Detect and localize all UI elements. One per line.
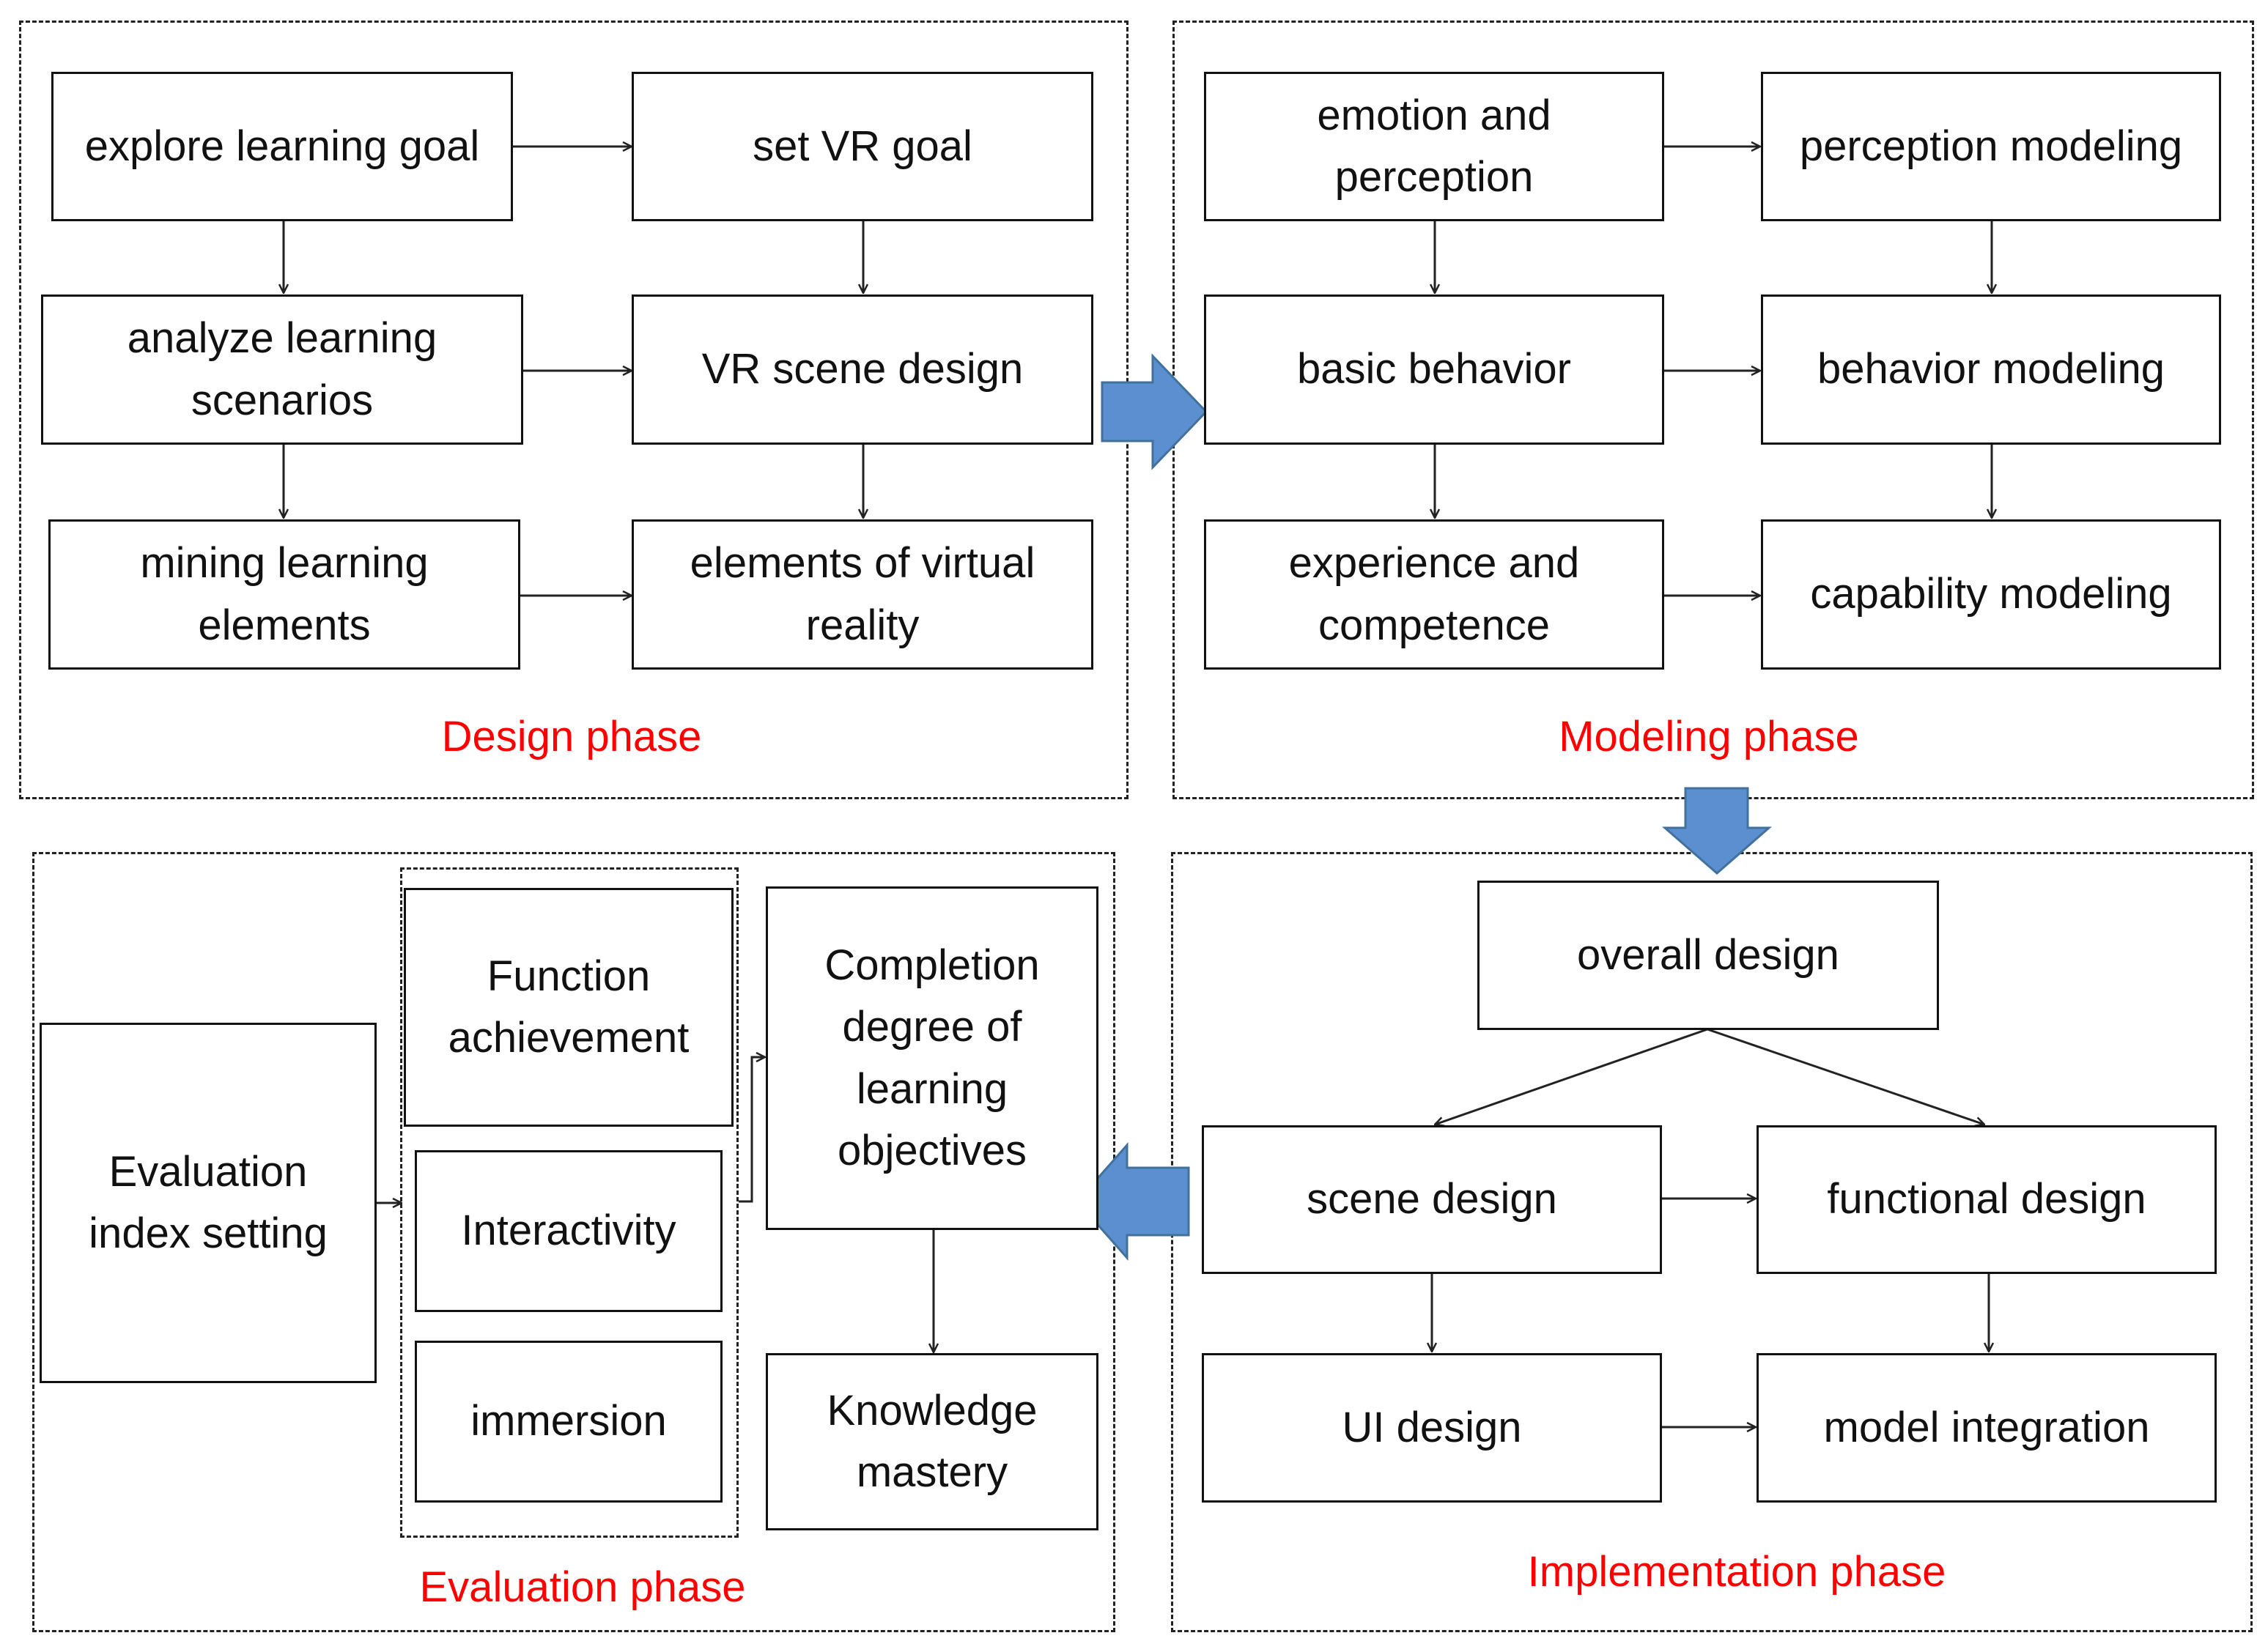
block-arrow-implementation-to-evaluation <box>1075 1142 1190 1261</box>
node-completion-degree: Completion degree of learning objectives <box>766 886 1098 1230</box>
node-capability-modeling: capability modeling <box>1761 519 2221 670</box>
node-vr-scene-design: VR scene design <box>632 295 1093 445</box>
node-scene-design: scene design <box>1202 1125 1662 1274</box>
arrow-criteria-to-completion <box>739 1057 765 1203</box>
arrow-overall-to-functional <box>1707 1028 1984 1125</box>
modeling-phase-label: Modeling phase <box>1559 713 1859 760</box>
block-arrow-modeling-to-implementation <box>1662 787 1772 875</box>
node-experience-and-competence: experience and competence <box>1204 519 1664 670</box>
design-phase-label: Design phase <box>441 713 702 760</box>
block-arrow-design-to-modeling <box>1101 353 1208 470</box>
node-behavior-modeling: behavior modeling <box>1761 295 2221 445</box>
node-function-achievement: Function achievement <box>404 888 734 1127</box>
node-functional-design: functional design <box>1757 1125 2217 1274</box>
node-basic-behavior: basic behavior <box>1204 295 1664 445</box>
node-explore-learning-goal: explore learning goal <box>51 72 513 221</box>
node-emotion-and-perception: emotion and perception <box>1204 72 1664 221</box>
evaluation-phase-label: Evaluation phase <box>419 1563 746 1611</box>
node-interactivity: Interactivity <box>415 1150 723 1312</box>
node-model-integration: model integration <box>1757 1353 2217 1503</box>
node-ui-design: UI design <box>1202 1353 1662 1503</box>
node-immersion: immersion <box>415 1341 723 1503</box>
node-perception-modeling: perception modeling <box>1761 72 2221 221</box>
node-set-vr-goal: set VR goal <box>632 72 1093 221</box>
implementation-phase-label: Implementation phase <box>1527 1548 1946 1596</box>
node-analyze-learning-scenarios: analyze learning scenarios <box>41 295 523 445</box>
node-knowledge-mastery: Knowledge mastery <box>766 1353 1098 1530</box>
node-overall-design: overall design <box>1477 881 1939 1030</box>
arrow-overall-to-scene <box>1435 1028 1708 1125</box>
node-elements-of-virtual-reality: elements of virtual reality <box>632 519 1093 670</box>
node-evaluation-index-setting: Evaluation index setting <box>40 1023 377 1383</box>
node-mining-learning-elements: mining learning elements <box>48 519 520 670</box>
